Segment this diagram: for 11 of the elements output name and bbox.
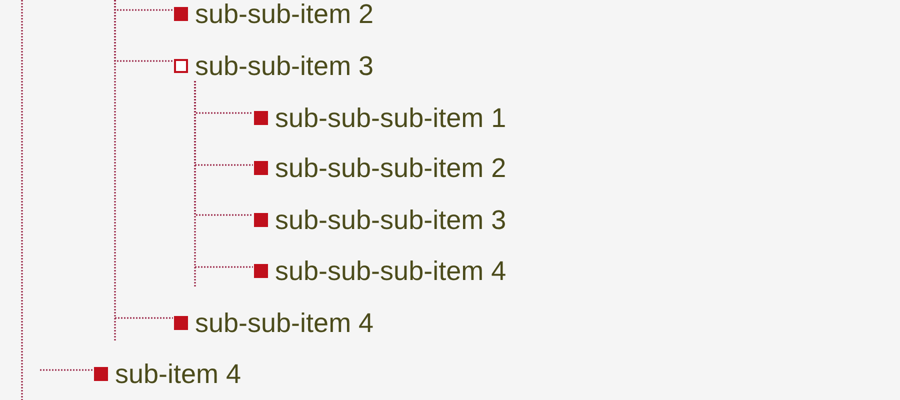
tree-item-label: sub-sub-item 2	[195, 0, 374, 29]
tree-item-label: sub-sub-sub-item 1	[275, 103, 506, 133]
tree-item-label: sub-sub-sub-item 3	[275, 205, 506, 235]
tree-item-label: sub-sub-sub-item 2	[275, 153, 506, 183]
tree-connector-line	[114, 0, 174, 343]
tree-item-label: sub-item 4	[115, 359, 242, 389]
tree-item-label: sub-sub-item 3	[195, 51, 374, 81]
tree-connector-line	[40, 369, 93, 371]
tree-item-label: sub-sub-sub-item 4	[275, 256, 506, 286]
tree-connector-line	[194, 80, 254, 288]
tree-item-label: sub-sub-item 4	[195, 308, 374, 338]
